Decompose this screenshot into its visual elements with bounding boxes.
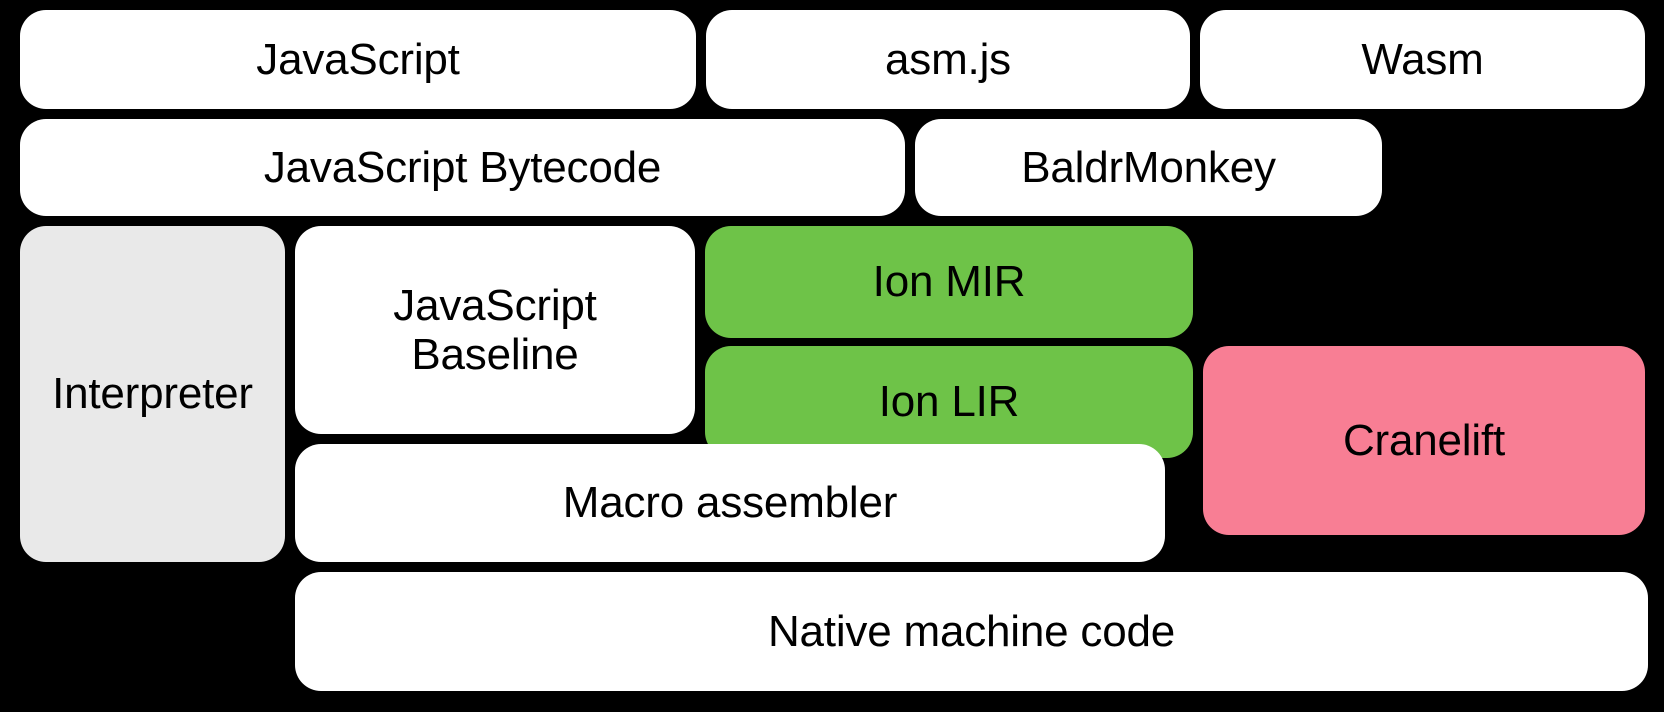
node-ion-mir[interactable]: Ion MIR — [705, 226, 1193, 338]
node-interpreter[interactable]: Interpreter — [20, 226, 285, 562]
node-wasm[interactable]: Wasm — [1200, 10, 1645, 109]
node-macro-assembler[interactable]: Macro assembler — [295, 444, 1165, 562]
node-ion-lir[interactable]: Ion LIR — [705, 346, 1193, 458]
node-javascript-bytecode[interactable]: JavaScript Bytecode — [20, 119, 905, 216]
node-javascript[interactable]: JavaScript — [20, 10, 696, 109]
node-asmjs[interactable]: asm.js — [706, 10, 1190, 109]
node-cranelift[interactable]: Cranelift — [1203, 346, 1645, 535]
node-native-machine-code[interactable]: Native machine code — [295, 572, 1648, 691]
node-javascript-baseline[interactable]: JavaScript Baseline — [295, 226, 695, 434]
node-baldrmonkey[interactable]: BaldrMonkey — [915, 119, 1382, 216]
